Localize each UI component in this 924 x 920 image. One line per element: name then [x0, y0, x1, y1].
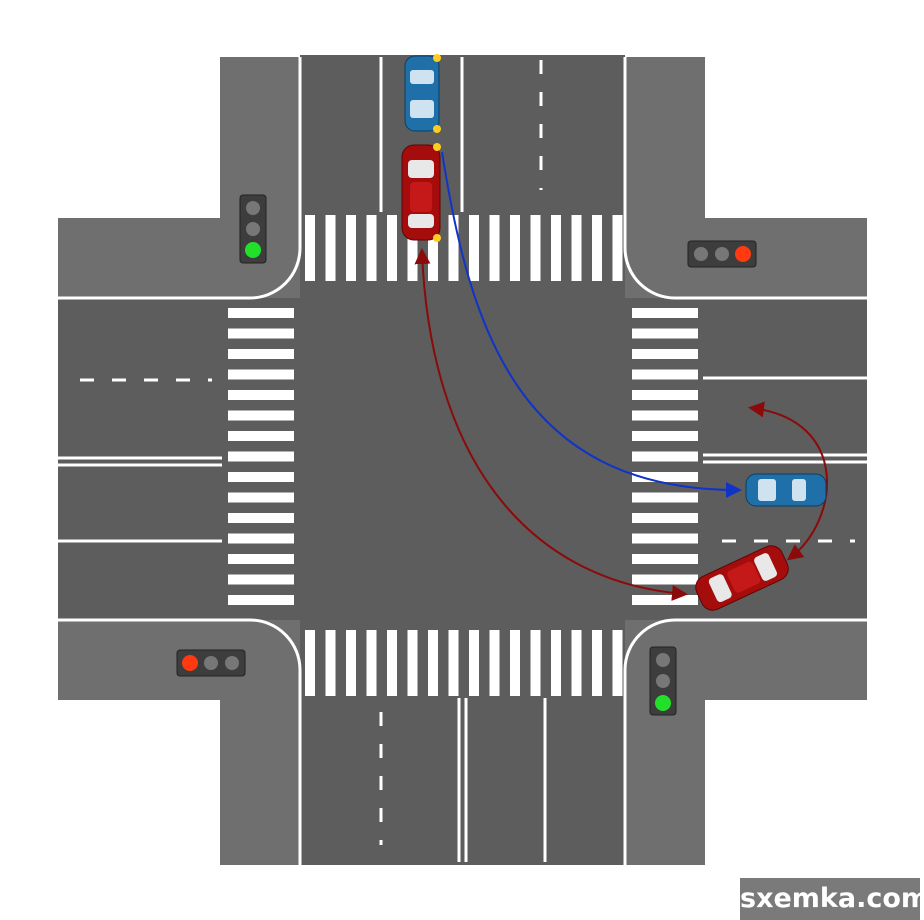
crosswalk-stripe: [325, 215, 336, 281]
red-car-right: [695, 545, 789, 611]
crosswalk-stripe: [228, 554, 294, 564]
crosswalk-right: [632, 308, 698, 605]
blue-car-right: [745, 473, 827, 507]
crosswalk-stripe: [551, 630, 561, 696]
crosswalk-stripe: [632, 431, 698, 441]
crosswalk-stripe: [632, 349, 698, 359]
crosswalk-stripe: [228, 431, 294, 441]
crosswalk-top: [305, 215, 623, 281]
crosswalk-stripe: [407, 215, 418, 281]
crosswalk-stripe: [228, 451, 294, 462]
crosswalk-stripe: [632, 308, 698, 318]
crosswalk-stripe: [612, 215, 623, 281]
crosswalk-stripe: [489, 215, 500, 281]
crosswalk-stripe: [228, 328, 294, 339]
crosswalk-stripe: [571, 215, 582, 281]
crosswalk-stripe: [530, 215, 541, 281]
crosswalk-stripe: [366, 215, 377, 281]
watermark: sxemka.com: [740, 878, 924, 920]
crosswalk-stripe: [571, 630, 582, 696]
crosswalk-stripe: [632, 554, 698, 564]
crosswalk-stripe: [448, 215, 459, 281]
crosswalk-stripe: [632, 328, 698, 339]
crosswalk-stripe: [325, 630, 336, 696]
crosswalk-stripe: [632, 513, 698, 523]
crosswalk-stripe: [612, 630, 623, 696]
crosswalk-stripe: [632, 595, 698, 605]
crosswalk-stripe: [428, 215, 438, 281]
red-car-path-arrow: [414, 248, 688, 601]
crosswalk-stripe: [305, 215, 315, 281]
crosswalk-stripe: [228, 472, 294, 482]
crosswalk-stripe: [632, 492, 698, 503]
crosswalk-stripe: [228, 533, 294, 544]
crosswalk-stripe: [551, 215, 561, 281]
crosswalk-bottom: [305, 630, 623, 696]
crosswalk-stripe: [632, 574, 698, 585]
crosswalk-stripe: [228, 410, 294, 421]
traffic-light-top-right: [687, 240, 757, 268]
crosswalk-stripe: [632, 390, 698, 400]
crosswalk-stripe: [632, 451, 698, 462]
crosswalk-stripe: [592, 630, 602, 696]
lane-markings: [58, 57, 867, 862]
red-car-turn-arrow: [748, 401, 828, 561]
crosswalk-stripe: [228, 390, 294, 400]
crosswalk-stripe: [228, 513, 294, 523]
crosswalk-stripe: [428, 630, 438, 696]
crosswalk-stripe: [228, 492, 294, 503]
crosswalk-stripe: [228, 369, 294, 380]
crosswalk-stripe: [469, 215, 479, 281]
crosswalk-stripe: [387, 215, 397, 281]
crosswalk-stripe: [346, 215, 356, 281]
traffic-light-bottom-left: [176, 649, 246, 677]
crosswalk-stripe: [632, 533, 698, 544]
crosswalk-stripe: [228, 574, 294, 585]
crosswalk-stripe: [489, 630, 500, 696]
traffic-light-bottom-right: [649, 646, 677, 716]
crosswalk-stripe: [228, 308, 294, 318]
red-car-top: [401, 143, 441, 242]
crosswalk-left: [228, 308, 294, 605]
crosswalk-stripe: [305, 630, 315, 696]
crosswalk-stripe: [592, 215, 602, 281]
traffic-light-top-left: [239, 194, 267, 264]
crosswalk-stripe: [469, 630, 479, 696]
crosswalk-stripe: [228, 349, 294, 359]
crosswalk-stripe: [407, 630, 418, 696]
crosswalk-stripe: [632, 369, 698, 380]
crosswalk-stripe: [510, 630, 520, 696]
crosswalk-stripe: [387, 630, 397, 696]
crosswalk-stripe: [448, 630, 459, 696]
crosswalk-stripe: [346, 630, 356, 696]
crosswalk-stripe: [366, 630, 377, 696]
crosswalk-stripe: [632, 410, 698, 421]
crosswalk-stripe: [510, 215, 520, 281]
crosswalk-stripe: [228, 595, 294, 605]
blue-car-top: [404, 54, 441, 133]
crosswalk-stripe: [530, 630, 541, 696]
